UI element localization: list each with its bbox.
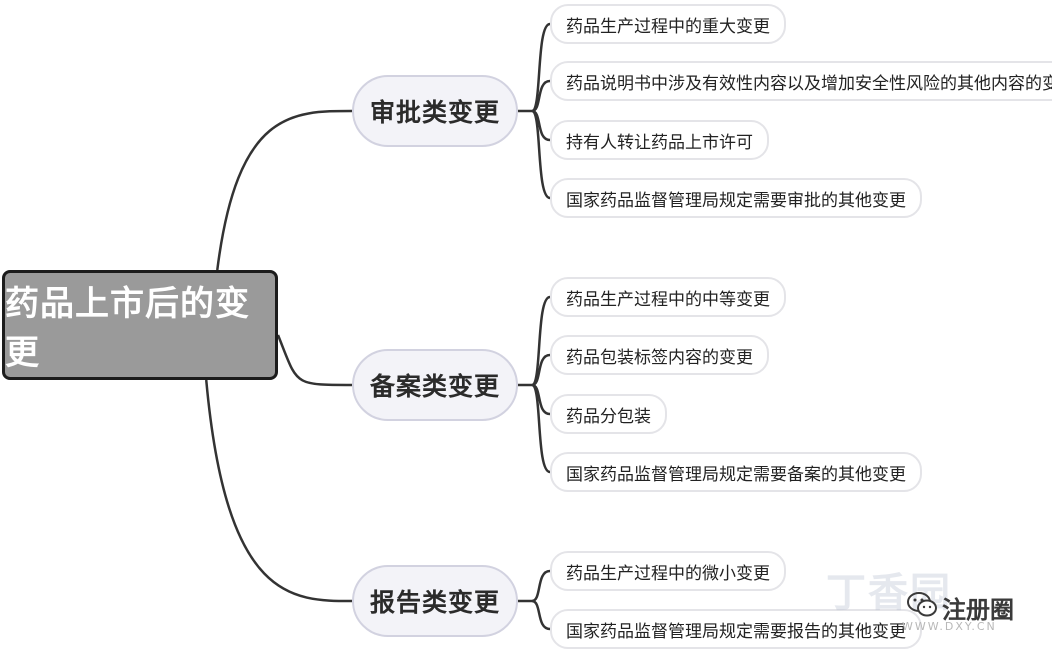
category-node-report: 报告类变更 [352,565,518,637]
leaf-node: 药品包装标签内容的变更 [550,335,769,375]
leaf-connector [531,599,551,631]
leaf-node: 药品生产过程中的中等变更 [550,277,786,317]
leaf-node: 持有人转让药品上市许可 [550,120,769,160]
leaf-node: 国家药品监督管理局规定需要报告的其他变更 [550,609,922,649]
watermark-account-name: 注册圈 [942,596,1014,624]
root-connector [276,334,353,387]
root-node: 药品上市后的变更 [2,270,278,380]
category-node-filing: 备案类变更 [352,349,518,421]
category-node-approval: 审批类变更 [352,75,518,147]
leaf-node: 国家药品监督管理局规定需要审批的其他变更 [550,178,922,218]
leaf-node: 国家药品监督管理局规定需要备案的其他变更 [550,452,922,492]
leaf-connector [530,383,551,474]
watermark: 丁香园 注册圈 WWW.DXY.CN [826,560,1046,640]
leaf-node: 药品分包装 [550,394,667,434]
leaf-connector [531,569,551,603]
wechat-icon [907,592,937,617]
leaf-connector [530,295,551,387]
leaf-node: 药品说明书中涉及有效性内容以及增加安全性风险的其他内容的变更 [550,61,1052,101]
leaf-node: 药品生产过程中的微小变更 [550,551,786,591]
root-connector [204,379,353,603]
leaf-connector [530,109,551,200]
leaf-connector [530,22,551,113]
watermark-domain: WWW.DXY.CN [902,620,997,633]
root-connector [216,109,353,271]
leaf-node: 药品生产过程中的重大变更 [550,4,786,44]
